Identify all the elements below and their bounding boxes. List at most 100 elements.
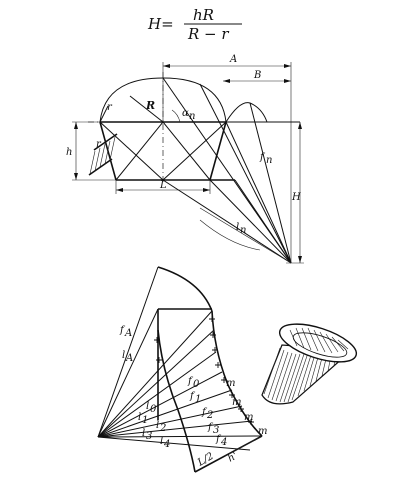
label-f4-sub: 4 — [220, 437, 227, 448]
proj-line-5 — [209, 179, 292, 264]
label-fA-sub: A — [124, 328, 132, 339]
x-mark-5 — [221, 377, 227, 383]
formula-lhs: H= — [147, 15, 174, 33]
x-mark-6 — [229, 392, 235, 398]
formula-denominator: R − r — [187, 25, 229, 43]
alpha-arc — [171, 109, 181, 123]
label-m-2: m — [232, 397, 241, 408]
dim-L-arrow-right — [203, 188, 210, 192]
proj-line-6 — [234, 179, 292, 264]
dim-B-arrow-left — [223, 79, 230, 83]
label-l2: l — [156, 420, 159, 431]
x-mark-4 — [215, 362, 221, 368]
dim-H-arrow-bottom — [298, 256, 302, 263]
x-mark-1 — [209, 316, 215, 322]
label-f: f — [259, 152, 266, 163]
side-piece-hatch-2 — [94, 147, 101, 172]
x-mark-8 — [248, 419, 254, 425]
radial-7 — [97, 420, 253, 438]
proj-line-7 — [162, 179, 292, 264]
label-f2: f — [201, 407, 208, 418]
frustum-right-side — [209, 121, 227, 181]
radius-R-line — [129, 95, 164, 123]
inner-line-4 — [162, 121, 227, 181]
radial-fA — [97, 266, 159, 438]
label-h-prime: h' — [226, 450, 239, 464]
side-piece-hatch-1 — [89, 150, 96, 175]
formula: H= hR R − r — [147, 6, 242, 43]
label-l2-sub: 2 — [159, 423, 166, 434]
frustum-stripes — [263, 347, 341, 403]
label-l1: l — [138, 412, 141, 423]
side-piece-edge-2 — [88, 158, 113, 176]
frustum-inner-rim — [292, 332, 348, 358]
label-f0-sub: 0 — [193, 379, 200, 390]
label-f1: f — [189, 391, 196, 402]
label-l: l — [236, 222, 239, 233]
label-l1-sub: 1 — [142, 415, 148, 426]
label-fA: f — [119, 325, 126, 336]
label-l0: l — [146, 401, 149, 412]
radial-8 — [97, 435, 263, 438]
dim-A-arrow-left — [163, 64, 170, 68]
development-view: f A l A f 0 f 1 f 2 f 3 f 4 l 0 l 1 l 2 … — [97, 266, 267, 473]
dim-h-arrow-bottom — [74, 173, 78, 180]
label-L: L — [159, 180, 167, 191]
frustum-3d-render — [261, 323, 358, 405]
label-m-3: m — [244, 412, 253, 423]
inner-line-3 — [99, 121, 164, 181]
label-l4-sub: 4 — [163, 439, 170, 450]
label-r-side: r — [96, 139, 102, 150]
inner-boundary — [157, 329, 196, 473]
label-A: A — [229, 54, 237, 65]
side-piece-hatch-3 — [99, 143, 106, 168]
inner-line-2 — [162, 121, 211, 181]
radial-9 — [97, 436, 251, 451]
radial-3 — [97, 351, 217, 438]
side-piece-hatch-4 — [104, 140, 111, 165]
label-l4: l — [160, 436, 163, 447]
radius-r-line — [99, 105, 109, 123]
label-alpha: α — [182, 108, 189, 119]
radial-4 — [97, 371, 223, 438]
radial-2 — [97, 329, 215, 438]
label-H: H — [291, 192, 301, 203]
label-f0: f — [187, 376, 194, 387]
outer-edge-arc — [157, 266, 213, 312]
label-h: h — [66, 147, 72, 158]
side-piece-edge-1 — [93, 133, 118, 151]
x-mark-7 — [238, 406, 244, 412]
label-r: r — [107, 102, 113, 113]
label-m-4: m — [258, 426, 267, 437]
dim-H-arrow-top — [298, 122, 302, 129]
label-m-1: m — [226, 378, 235, 389]
label-l-sub: n — [240, 225, 246, 236]
radial-lA — [97, 308, 159, 438]
l-n-arc — [199, 219, 261, 251]
dim-A-arrow-right — [284, 64, 291, 68]
label-f-sub: n — [266, 155, 272, 166]
label-l3: l — [142, 428, 145, 439]
x-mark-2 — [210, 332, 216, 338]
inner-line-1 — [115, 121, 164, 181]
label-f2-sub: 2 — [206, 410, 213, 421]
l-n-line — [199, 207, 292, 264]
side-piece-hatch-5 — [109, 136, 116, 161]
radial-5 — [97, 389, 233, 438]
radial-1 — [97, 310, 213, 438]
proj-line-2 — [199, 83, 292, 264]
frustum-interior — [289, 327, 349, 354]
label-lA-sub: A — [125, 353, 133, 364]
label-f3-sub: 3 — [213, 425, 219, 436]
dim-B-arrow-right — [284, 79, 291, 83]
x-marks — [154, 316, 254, 425]
proj-line-4 — [249, 102, 292, 264]
label-l3-sub: 3 — [146, 431, 152, 442]
label-f4: f — [215, 434, 222, 445]
radial-6 — [97, 405, 243, 438]
label-l0-sub: 0 — [150, 404, 157, 415]
frustum-top-opening — [278, 323, 358, 363]
label-B: B — [253, 70, 261, 81]
formula-numerator: hR — [193, 6, 214, 24]
